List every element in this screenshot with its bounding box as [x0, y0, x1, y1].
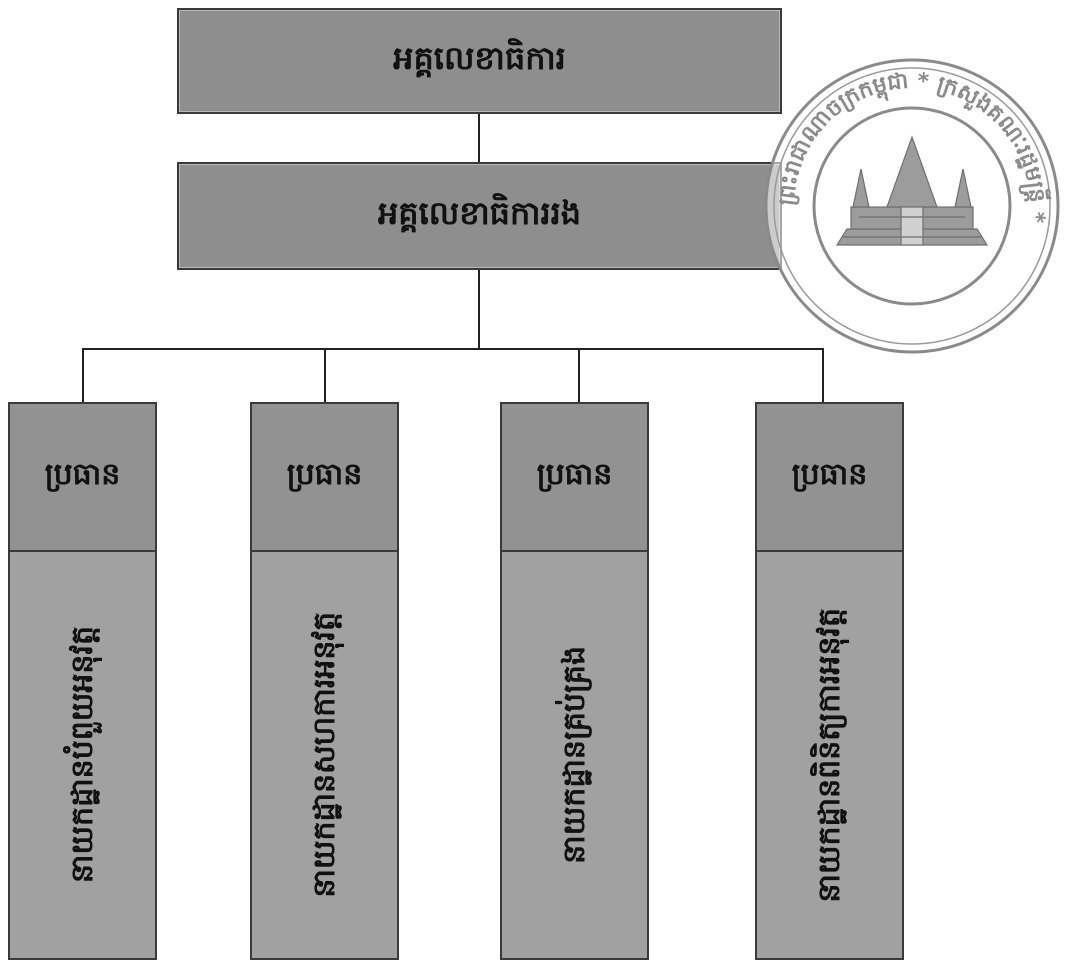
deputy-secretary-general-box: អគ្គលេខាធិការរង — [177, 162, 782, 270]
department-head-label: ប្រធាន — [44, 457, 121, 492]
official-seal-icon: ព្រះរាជាណាចក្រកម្ពុជា * ក្រសួងគណៈរដ្ឋមន្… — [764, 58, 1060, 354]
connector-top-to-deputy — [478, 114, 480, 162]
department-body: នាយកដ្ឋានសហការអនុវត្ត — [252, 552, 397, 958]
department-column-2: ប្រធាន នាយកដ្ឋានសហការអនុវត្ត — [250, 402, 399, 960]
department-head-label: ប្រធាន — [536, 457, 613, 492]
department-name: នាយកដ្ឋានសហការអនុវត្ត — [306, 612, 342, 898]
department-column-3: ប្រធាន នាយកដ្ឋានគ្រប់គ្រង — [500, 402, 649, 960]
deputy-secretary-general-label: អគ្គលេខាធិការរង — [377, 193, 582, 232]
connector-drop-2 — [324, 348, 326, 402]
connector-deputy-to-bus — [478, 270, 480, 349]
connector-horizontal-bus — [82, 348, 823, 350]
department-column-1: ប្រធាន នាយកដ្ឋានបំពួយអនុវត្ត — [8, 402, 157, 960]
department-head: ប្រធាន — [10, 404, 155, 552]
department-body: នាយកដ្ឋានគ្រប់គ្រង — [502, 552, 647, 958]
department-head: ប្រធាន — [502, 404, 647, 552]
connector-drop-1 — [82, 348, 84, 402]
department-head: ប្រធាន — [252, 404, 397, 552]
angkor-temple-icon — [835, 135, 989, 246]
department-name: នាយកដ្ឋានពិនិត្យការអនុវត្ត — [811, 607, 847, 903]
department-name: នាយកដ្ឋានបំពួយអនុវត្ត — [64, 626, 100, 884]
secretary-general-box: អគ្គលេខាធិការ — [177, 8, 782, 114]
secretary-general-label: អគ្គលេខាធិការ — [393, 38, 566, 77]
department-head-label: ប្រធាន — [286, 457, 363, 492]
connector-drop-3 — [578, 348, 580, 402]
department-head-label: ប្រធាន — [791, 457, 868, 492]
department-head: ប្រធាន — [757, 404, 902, 552]
department-body: នាយកដ្ឋានបំពួយអនុវត្ត — [10, 552, 155, 958]
department-body: នាយកដ្ឋានពិនិត្យការអនុវត្ត — [757, 552, 902, 958]
connector-drop-4 — [822, 348, 824, 402]
department-name: នាយកដ្ឋានគ្រប់គ្រង — [556, 646, 592, 864]
department-column-4: ប្រធាន នាយកដ្ឋានពិនិត្យការអនុវត្ត — [755, 402, 904, 960]
